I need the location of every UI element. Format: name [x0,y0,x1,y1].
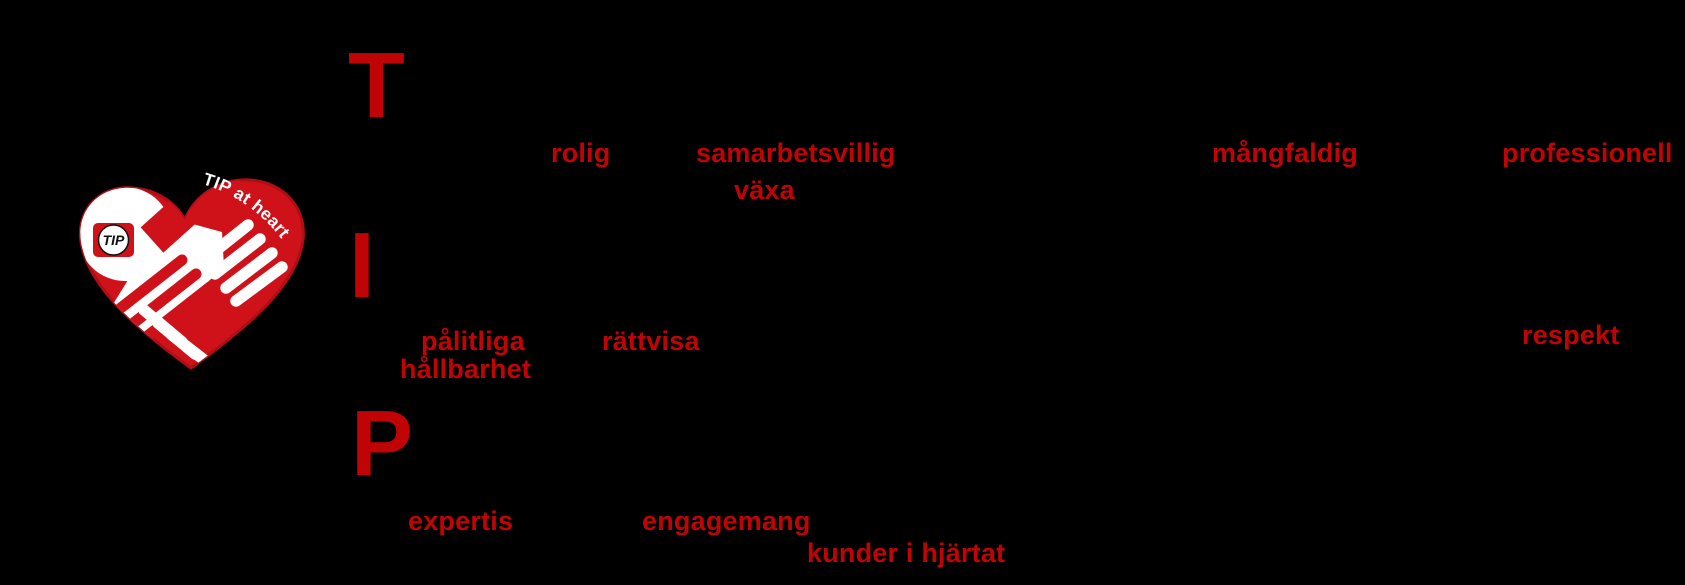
value-word-kunder-i-hjartat: kunder i hjärtat [807,538,1006,568]
tip-badge-label: TIP [103,232,125,248]
value-word-professionell: professionell [1502,138,1673,168]
letter-i: I [349,213,375,317]
value-word-hallbarhet: hållbarhet [400,354,532,384]
value-word-engagemang: engagemang [642,506,811,536]
letter-p: P [351,391,414,495]
fingertips-upper [198,219,288,307]
value-word-samarbetsvillig: samarbetsvillig [696,138,896,168]
value-word-rattvisa: rättvisa [602,326,700,356]
fingers-lower [138,304,214,368]
value-word-expertis: expertis [408,506,514,536]
tip-badge: TIP [93,223,134,257]
value-word-palitliga: pålitliga [421,326,525,356]
value-word-respekt: respekt [1522,320,1620,350]
tip-at-heart-logo: TIP TIP at heart [78,172,305,370]
value-word-vaxa: växa [734,175,795,205]
letter-t: T [348,33,405,137]
value-word-mangfaldig: mångfaldig [1212,138,1359,168]
value-word-rolig: rolig [551,138,611,168]
